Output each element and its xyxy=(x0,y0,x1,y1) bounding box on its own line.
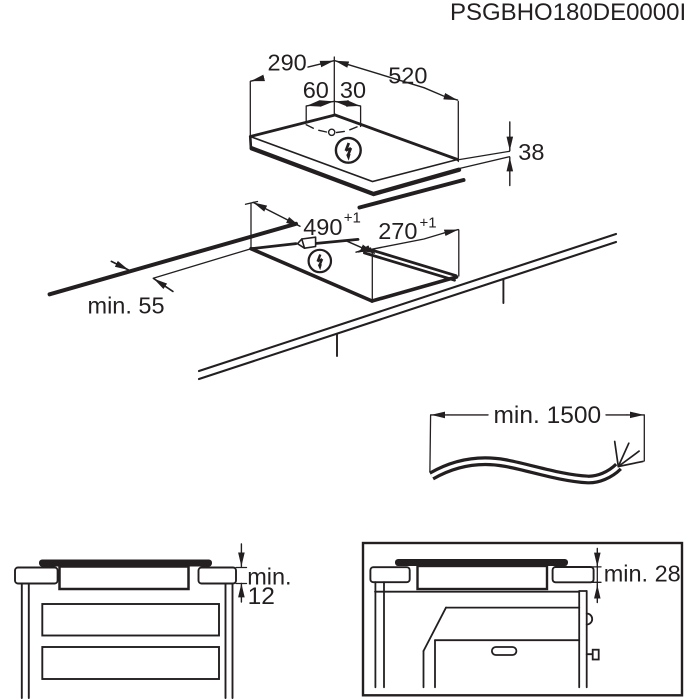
svg-text:min.: min. xyxy=(247,563,291,589)
svg-text:PSGBHO180DE0000I: PSGBHO180DE0000I xyxy=(450,0,686,26)
svg-text:270: 270 xyxy=(378,218,417,244)
svg-text:+1: +1 xyxy=(344,210,361,227)
svg-text:38: 38 xyxy=(518,139,544,165)
svg-text:min. 1500: min. 1500 xyxy=(494,402,602,429)
svg-text:60: 60 xyxy=(303,77,329,103)
svg-text:520: 520 xyxy=(388,62,427,88)
svg-text:12: 12 xyxy=(248,583,275,610)
svg-text:min. 55: min. 55 xyxy=(88,293,165,319)
svg-text:+1: +1 xyxy=(420,214,437,231)
svg-text:490: 490 xyxy=(303,214,342,240)
svg-text:30: 30 xyxy=(340,77,366,103)
svg-text:290: 290 xyxy=(268,49,307,75)
svg-text:min. 28: min. 28 xyxy=(604,560,681,586)
